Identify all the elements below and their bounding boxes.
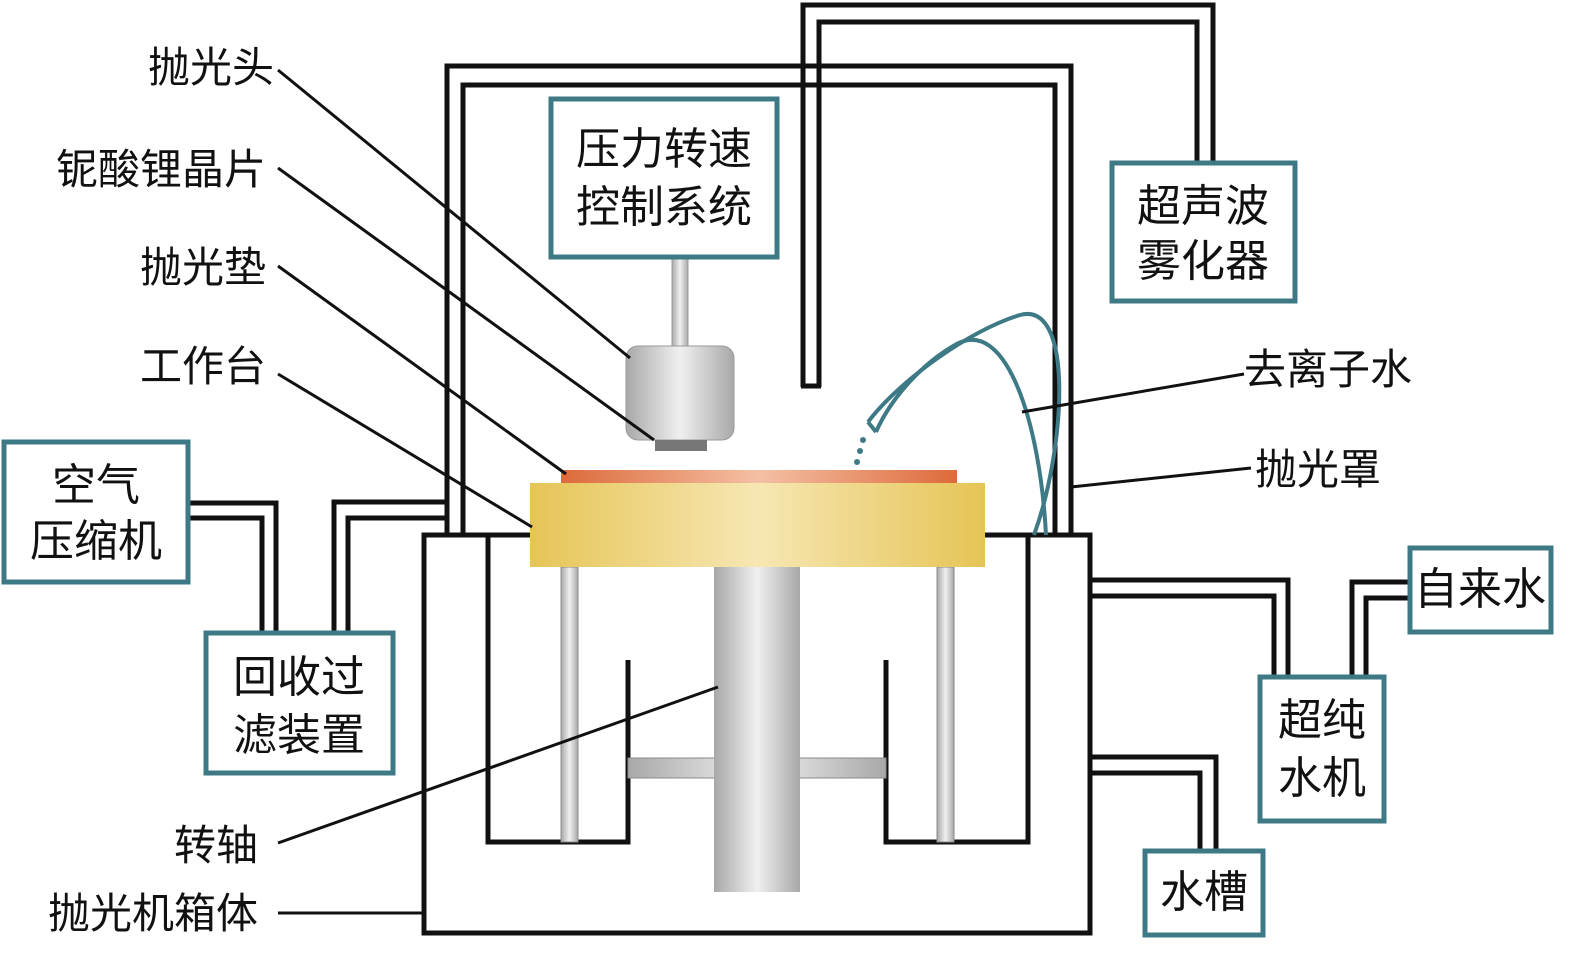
box-tap-water: 自来水 [1407, 545, 1554, 635]
rotating-shaft [714, 567, 800, 892]
label-polishing-head: 抛光头 [148, 43, 274, 92]
recycle-line-2: 滤装置 [233, 710, 365, 761]
box-control-system: 压力转速 控制系统 [548, 96, 780, 260]
atomizer-pipe [800, 2, 1216, 389]
worktable [530, 483, 985, 567]
tap-water-label: 自来水 [1414, 564, 1546, 615]
water-droplets [854, 437, 866, 465]
polishing-head [625, 345, 735, 441]
wafer [655, 440, 707, 451]
box-recycle-filter: 回收过 滤装置 [203, 630, 396, 776]
box-ultrapure-water: 超纯 水机 [1257, 674, 1387, 824]
polishing-hood [444, 63, 1074, 535]
machine-body [421, 532, 1093, 936]
ultrapure-line-2: 水机 [1278, 753, 1366, 804]
control-line-1: 压力转速 [576, 124, 752, 175]
sink-label: 水槽 [1160, 867, 1248, 918]
ultrapure-line-1: 超纯 [1278, 695, 1366, 746]
compressor-line-2: 压缩机 [30, 516, 162, 567]
polishing-pad [561, 470, 957, 484]
recycle-line-1: 回收过 [233, 652, 365, 703]
atomizer-line-1: 超声波 [1137, 181, 1269, 232]
box-atomizer: 超声波 雾化器 [1109, 160, 1298, 304]
support-leg-right [936, 566, 955, 843]
leader-lines [277, 68, 1252, 915]
air-pipes [188, 499, 447, 633]
label-wafer: 铌酸锂晶片 [56, 145, 266, 194]
label-machine-body: 抛光机箱体 [48, 889, 258, 938]
compressor-line-1: 空气 [52, 460, 140, 511]
support-leg-left [560, 566, 579, 843]
label-polishing-pad: 抛光垫 [140, 243, 266, 292]
label-polishing-hood: 抛光罩 [1255, 445, 1381, 494]
label-shaft: 转轴 [174, 821, 258, 870]
box-sink: 水槽 [1142, 848, 1266, 938]
water-pipes [1090, 577, 1410, 851]
deionized-water-tube [866, 312, 1062, 536]
label-worktable: 工作台 [140, 342, 266, 391]
control-line-2: 控制系统 [576, 182, 752, 233]
head-rod [671, 257, 689, 349]
atomizer-line-2: 雾化器 [1137, 236, 1269, 287]
label-deionized-water: 去离子水 [1244, 345, 1412, 394]
box-compressor: 空气 压缩机 [1, 439, 191, 585]
